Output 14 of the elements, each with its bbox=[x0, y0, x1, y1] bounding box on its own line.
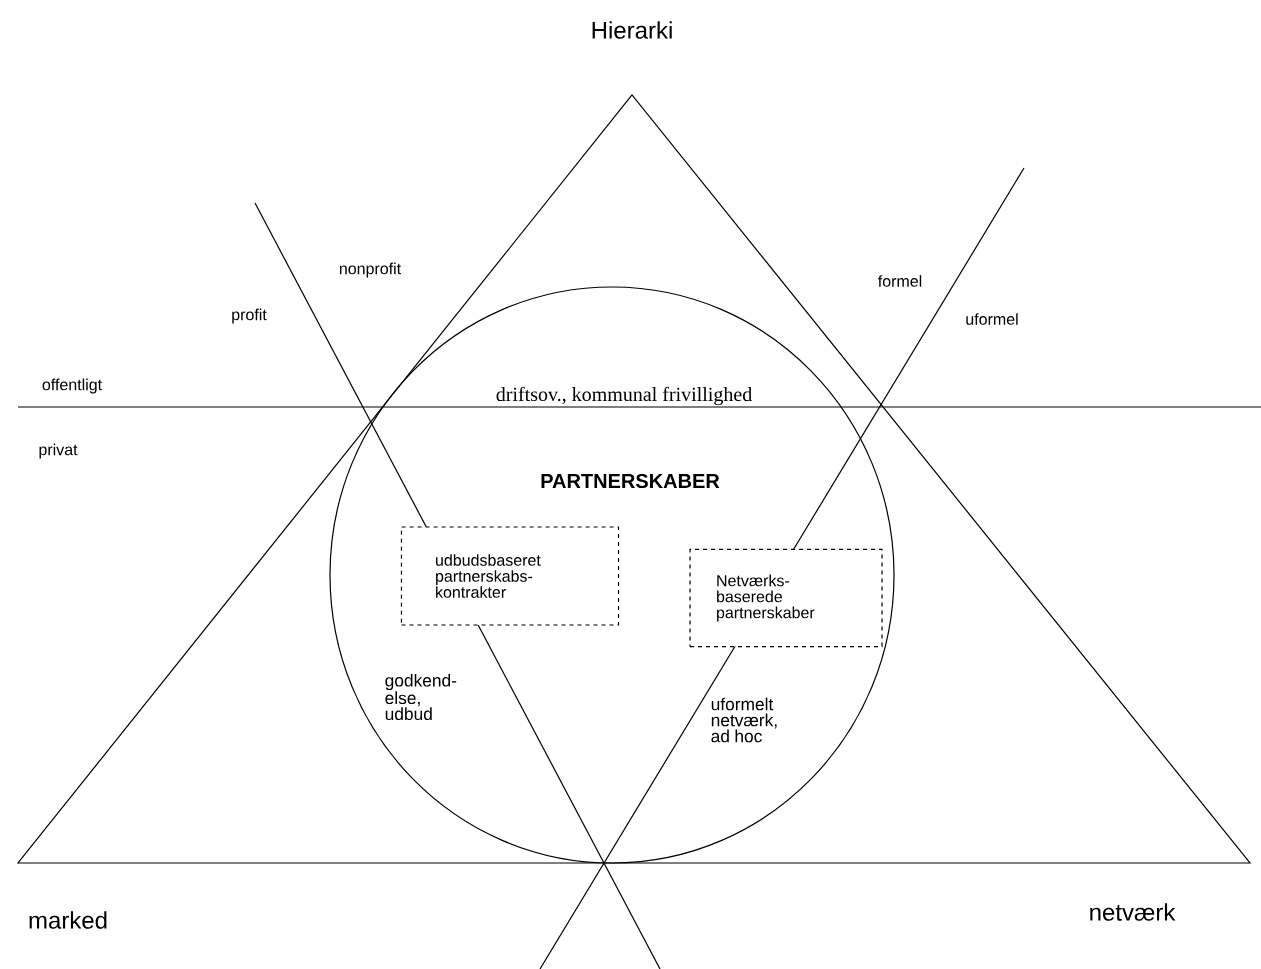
text-label: driftsov., kommunal frivillighed bbox=[496, 386, 752, 406]
text-label: nonprofit bbox=[339, 262, 401, 278]
text-label: profit bbox=[232, 308, 267, 324]
text-label: marked bbox=[29, 911, 107, 929]
dashed-box: Netværks- baserede partnerskaber bbox=[689, 548, 883, 648]
text-label: offentligt bbox=[42, 378, 102, 394]
text-label: uformelt netværk, ad hoc bbox=[711, 697, 777, 743]
text-label: uformel bbox=[966, 313, 1018, 325]
text-label: netværk bbox=[1090, 903, 1176, 921]
text-label: godkend- else, udbud bbox=[385, 673, 457, 721]
text-label: Hierarki bbox=[592, 21, 672, 39]
text-label: formel bbox=[878, 275, 922, 287]
text-label: privat bbox=[39, 443, 78, 459]
dashed-box: udbudsbaseret partnerskabs- kontrakter bbox=[400, 526, 620, 626]
